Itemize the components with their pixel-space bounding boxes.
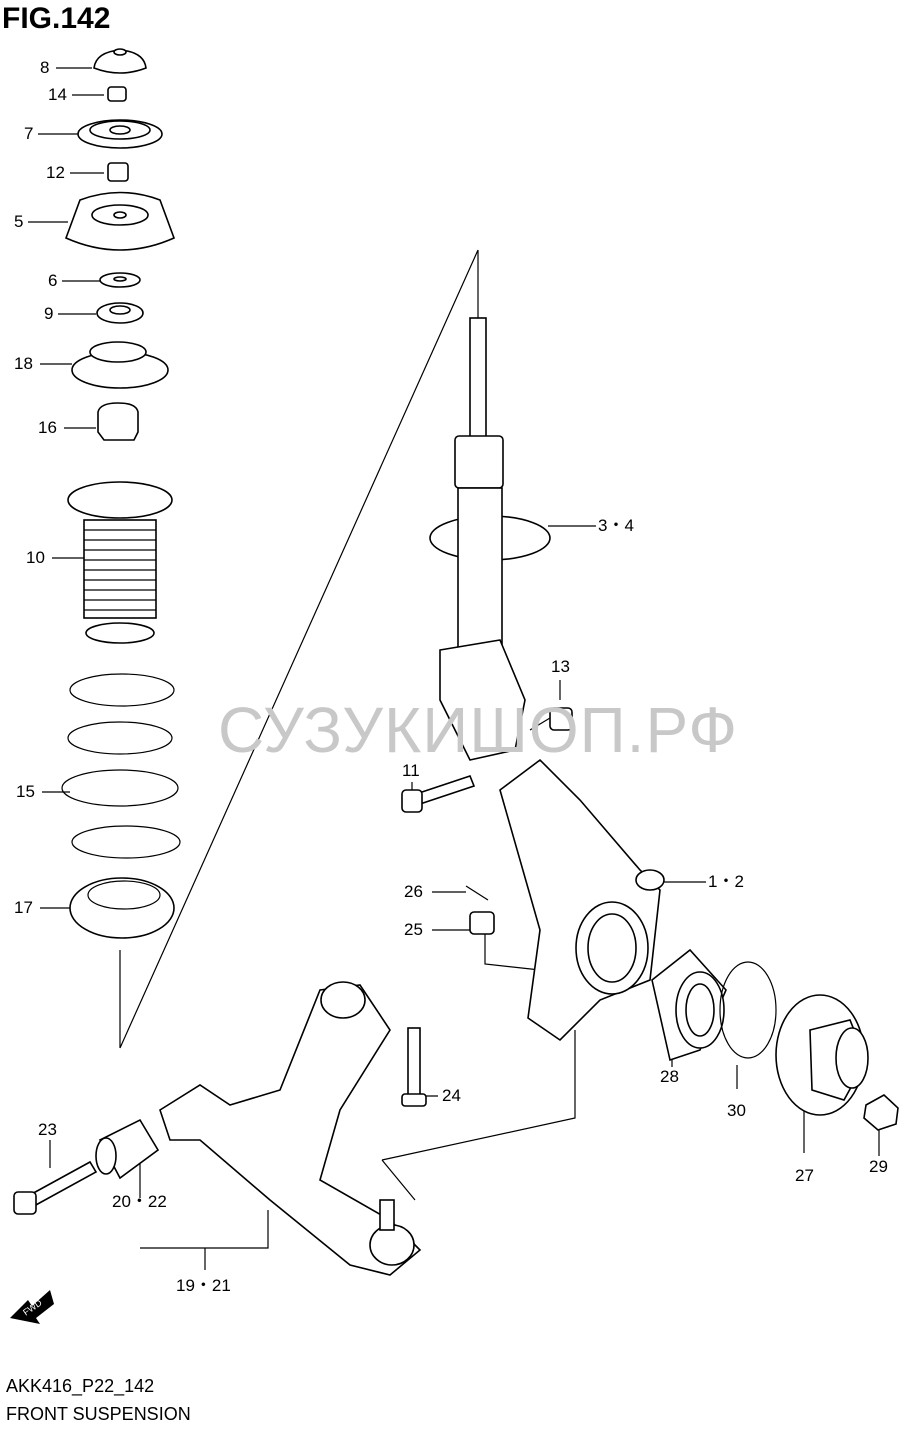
callout-19-21: 19・21 bbox=[176, 1276, 231, 1295]
diagram-caption: FRONT SUSPENSION bbox=[6, 1404, 191, 1424]
part-10-boot bbox=[67, 481, 173, 644]
callout-26: 26 bbox=[404, 882, 423, 901]
callout-13: 13 bbox=[551, 657, 570, 676]
part-18-spring-seat bbox=[71, 341, 169, 389]
part-7-bearing bbox=[77, 119, 163, 149]
callout-30: 30 bbox=[727, 1101, 746, 1120]
part-30-snap-ring bbox=[719, 961, 777, 1059]
callout-9: 9 bbox=[44, 304, 54, 323]
part-8-cap bbox=[93, 48, 147, 74]
part-11-bolt bbox=[401, 775, 476, 813]
part-19-21-lower-arm bbox=[159, 981, 422, 1276]
part-17-lower-seat bbox=[69, 877, 175, 939]
watermark: СУЗУКИШОП.РФ bbox=[218, 694, 739, 766]
part-14-nut bbox=[107, 86, 127, 102]
part-16-bump-stop bbox=[97, 402, 139, 441]
callout-18: 18 bbox=[14, 354, 33, 373]
part-26-clip bbox=[465, 885, 489, 901]
callout-14: 14 bbox=[48, 85, 67, 104]
part-12-nut bbox=[107, 162, 129, 182]
callout-8: 8 bbox=[40, 58, 50, 77]
part-23-bolt bbox=[13, 1160, 98, 1215]
part-24-bolt bbox=[401, 1027, 427, 1107]
callout-6: 6 bbox=[48, 271, 58, 290]
part-6-washer bbox=[99, 272, 141, 288]
fwd-arrow-icon: FWD bbox=[10, 1290, 54, 1324]
part-3-4-strut bbox=[429, 317, 551, 761]
part-5-mount bbox=[64, 191, 176, 251]
callout-12: 12 bbox=[46, 163, 65, 182]
callout-23: 23 bbox=[38, 1120, 57, 1139]
callout-3-4: 3・4 bbox=[598, 516, 634, 535]
callout-15: 15 bbox=[16, 782, 35, 801]
diagram-code: AKK416_P22_142 bbox=[6, 1376, 155, 1396]
leader-lines bbox=[28, 67, 880, 1270]
callout-10: 10 bbox=[26, 548, 45, 567]
part-25-nut bbox=[469, 911, 495, 935]
callout-24: 24 bbox=[442, 1086, 461, 1105]
part-13-nut bbox=[549, 707, 573, 731]
part-29-nut bbox=[863, 1094, 899, 1131]
callout-16: 16 bbox=[38, 418, 57, 437]
callout-25: 25 bbox=[404, 920, 423, 939]
figure-title: FIG.142 bbox=[2, 2, 111, 35]
callout-5: 5 bbox=[14, 212, 24, 231]
callout-7: 7 bbox=[24, 124, 34, 143]
part-15-coil-spring bbox=[61, 673, 181, 859]
callout-1-2: 1・2 bbox=[708, 872, 744, 891]
part-28-bearing bbox=[651, 948, 727, 1062]
part-20-22-bushing bbox=[95, 1118, 160, 1180]
callout-17: 17 bbox=[14, 898, 33, 917]
part-27-hub bbox=[775, 994, 869, 1116]
callout-29: 29 bbox=[869, 1157, 888, 1176]
callout-20-22: 20・22 bbox=[112, 1192, 167, 1211]
callout-27: 27 bbox=[795, 1166, 814, 1185]
callout-28: 28 bbox=[660, 1067, 679, 1086]
part-1-2-knuckle bbox=[499, 758, 665, 1042]
callout-11: 11 bbox=[402, 761, 420, 780]
part-9-seat bbox=[96, 302, 144, 324]
